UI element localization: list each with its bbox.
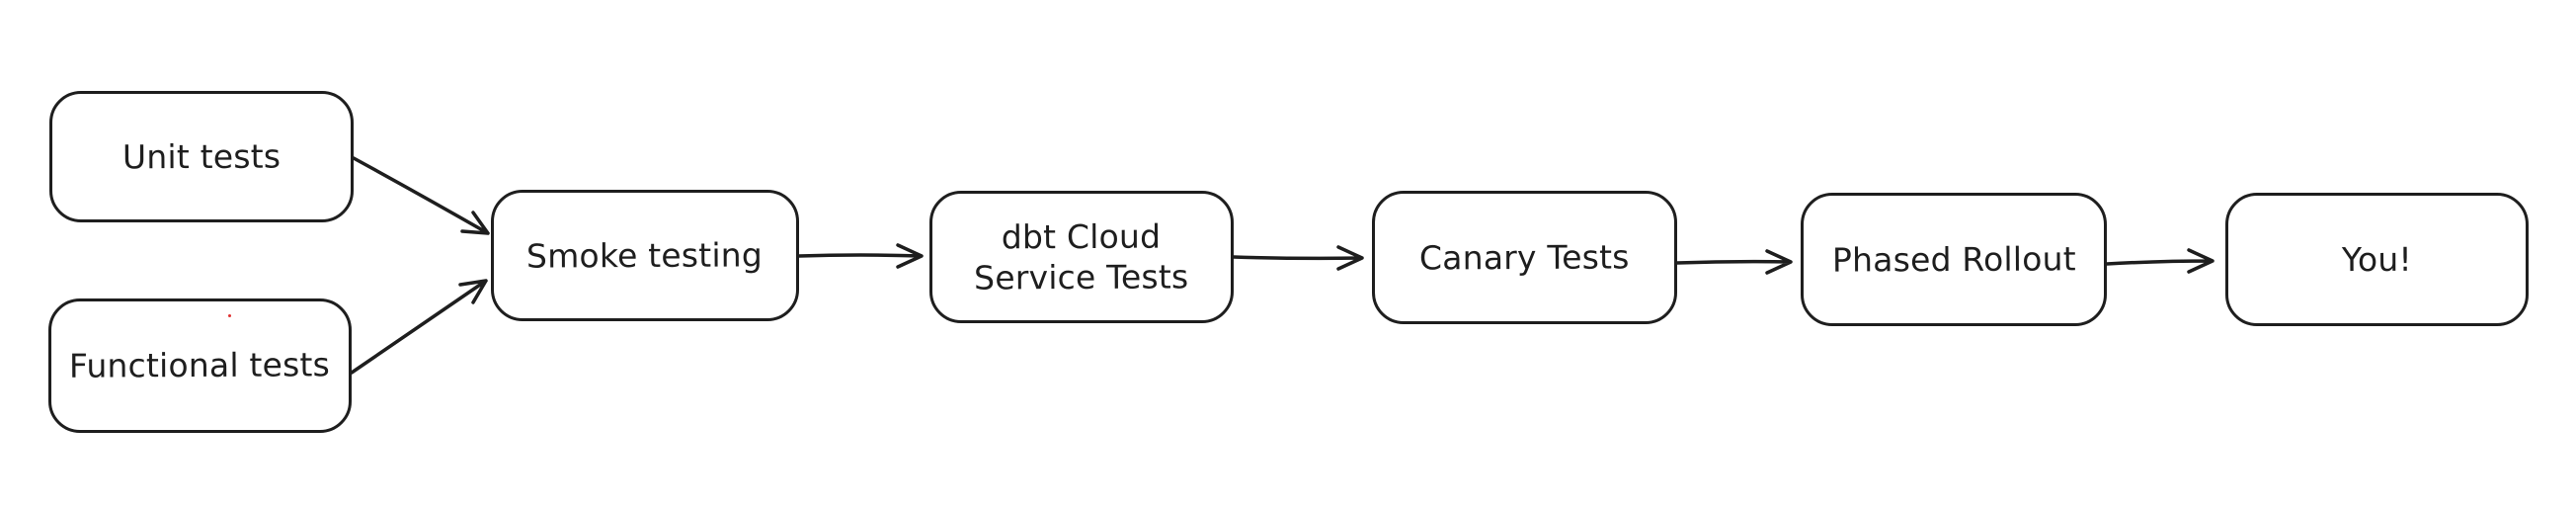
node-canary-tests: Canary Tests <box>1372 191 1677 324</box>
node-unit-tests-label: Unit tests <box>121 136 282 177</box>
node-dbt-cloud-service-tests: dbt Cloud Service Tests <box>929 191 1234 323</box>
arrow-functional-tests-to-smoke-testing <box>350 279 488 375</box>
node-canary-tests-label: Canary Tests <box>1419 237 1630 278</box>
stray-red-dot <box>228 314 231 317</box>
node-you-label: You! <box>2341 239 2413 280</box>
node-dbt-cloud-service-tests-label: dbt Cloud Service Tests <box>974 216 1189 298</box>
node-unit-tests: Unit tests <box>49 91 354 222</box>
arrow-canary-tests-to-phased-rollout <box>1675 249 1793 275</box>
node-smoke-testing: Smoke testing <box>491 190 799 321</box>
arrow-dbt-cloud-to-canary-tests <box>1232 245 1364 271</box>
node-you: You! <box>2225 193 2529 326</box>
arrow-unit-tests-to-smoke-testing <box>352 156 490 235</box>
node-functional-tests-label: Functional tests <box>69 345 331 386</box>
arrow-phased-rollout-to-you <box>2105 248 2214 274</box>
node-smoke-testing-label: Smoke testing <box>526 235 764 276</box>
node-phased-rollout: Phased Rollout <box>1801 193 2107 326</box>
node-phased-rollout-label: Phased Rollout <box>1831 239 2076 280</box>
arrow-smoke-testing-to-dbt-cloud <box>797 243 924 269</box>
node-functional-tests: Functional tests <box>48 298 352 433</box>
